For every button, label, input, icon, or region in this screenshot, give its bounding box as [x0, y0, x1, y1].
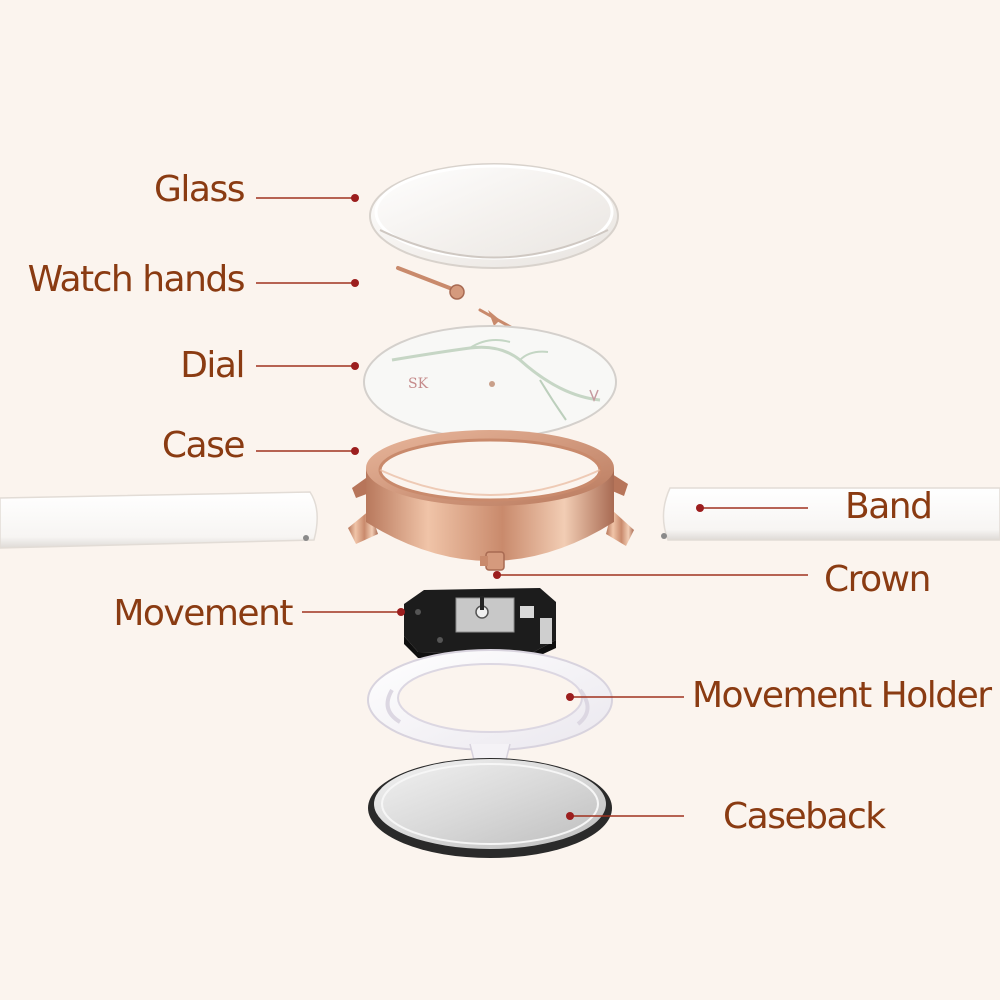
label-crown: Crown	[824, 559, 931, 600]
leader-watch-hands	[256, 279, 359, 287]
movement-holder-icon	[367, 649, 613, 761]
label-watch-hands: Watch hands	[27, 259, 246, 300]
label-case: Case	[161, 425, 246, 466]
label-band: Band	[845, 486, 933, 527]
label-dial: Dial	[180, 345, 245, 386]
crown-icon	[480, 551, 505, 571]
leader-case	[256, 447, 359, 455]
leather-band-icon	[0, 487, 1000, 549]
label-glass: Glass	[154, 169, 245, 210]
leader-caseback	[566, 812, 684, 820]
label-movement: Movement	[113, 593, 293, 634]
marble-dial-icon: SK	[363, 325, 617, 439]
leader-glass	[256, 194, 359, 202]
caseback-icon	[368, 758, 612, 858]
leader-dial	[256, 362, 359, 370]
dial-logo: SK	[408, 376, 429, 392]
label-movement-holder: Movement Holder	[692, 675, 992, 716]
leader-movement	[302, 608, 405, 616]
leader-lines	[256, 194, 808, 820]
leader-crown	[493, 571, 808, 579]
leader-band	[696, 504, 808, 512]
label-caseback: Caseback	[723, 796, 886, 837]
watch-case-icon	[348, 430, 634, 561]
leader-movement-holder	[566, 693, 684, 701]
glass-crystal-icon	[369, 163, 619, 269]
